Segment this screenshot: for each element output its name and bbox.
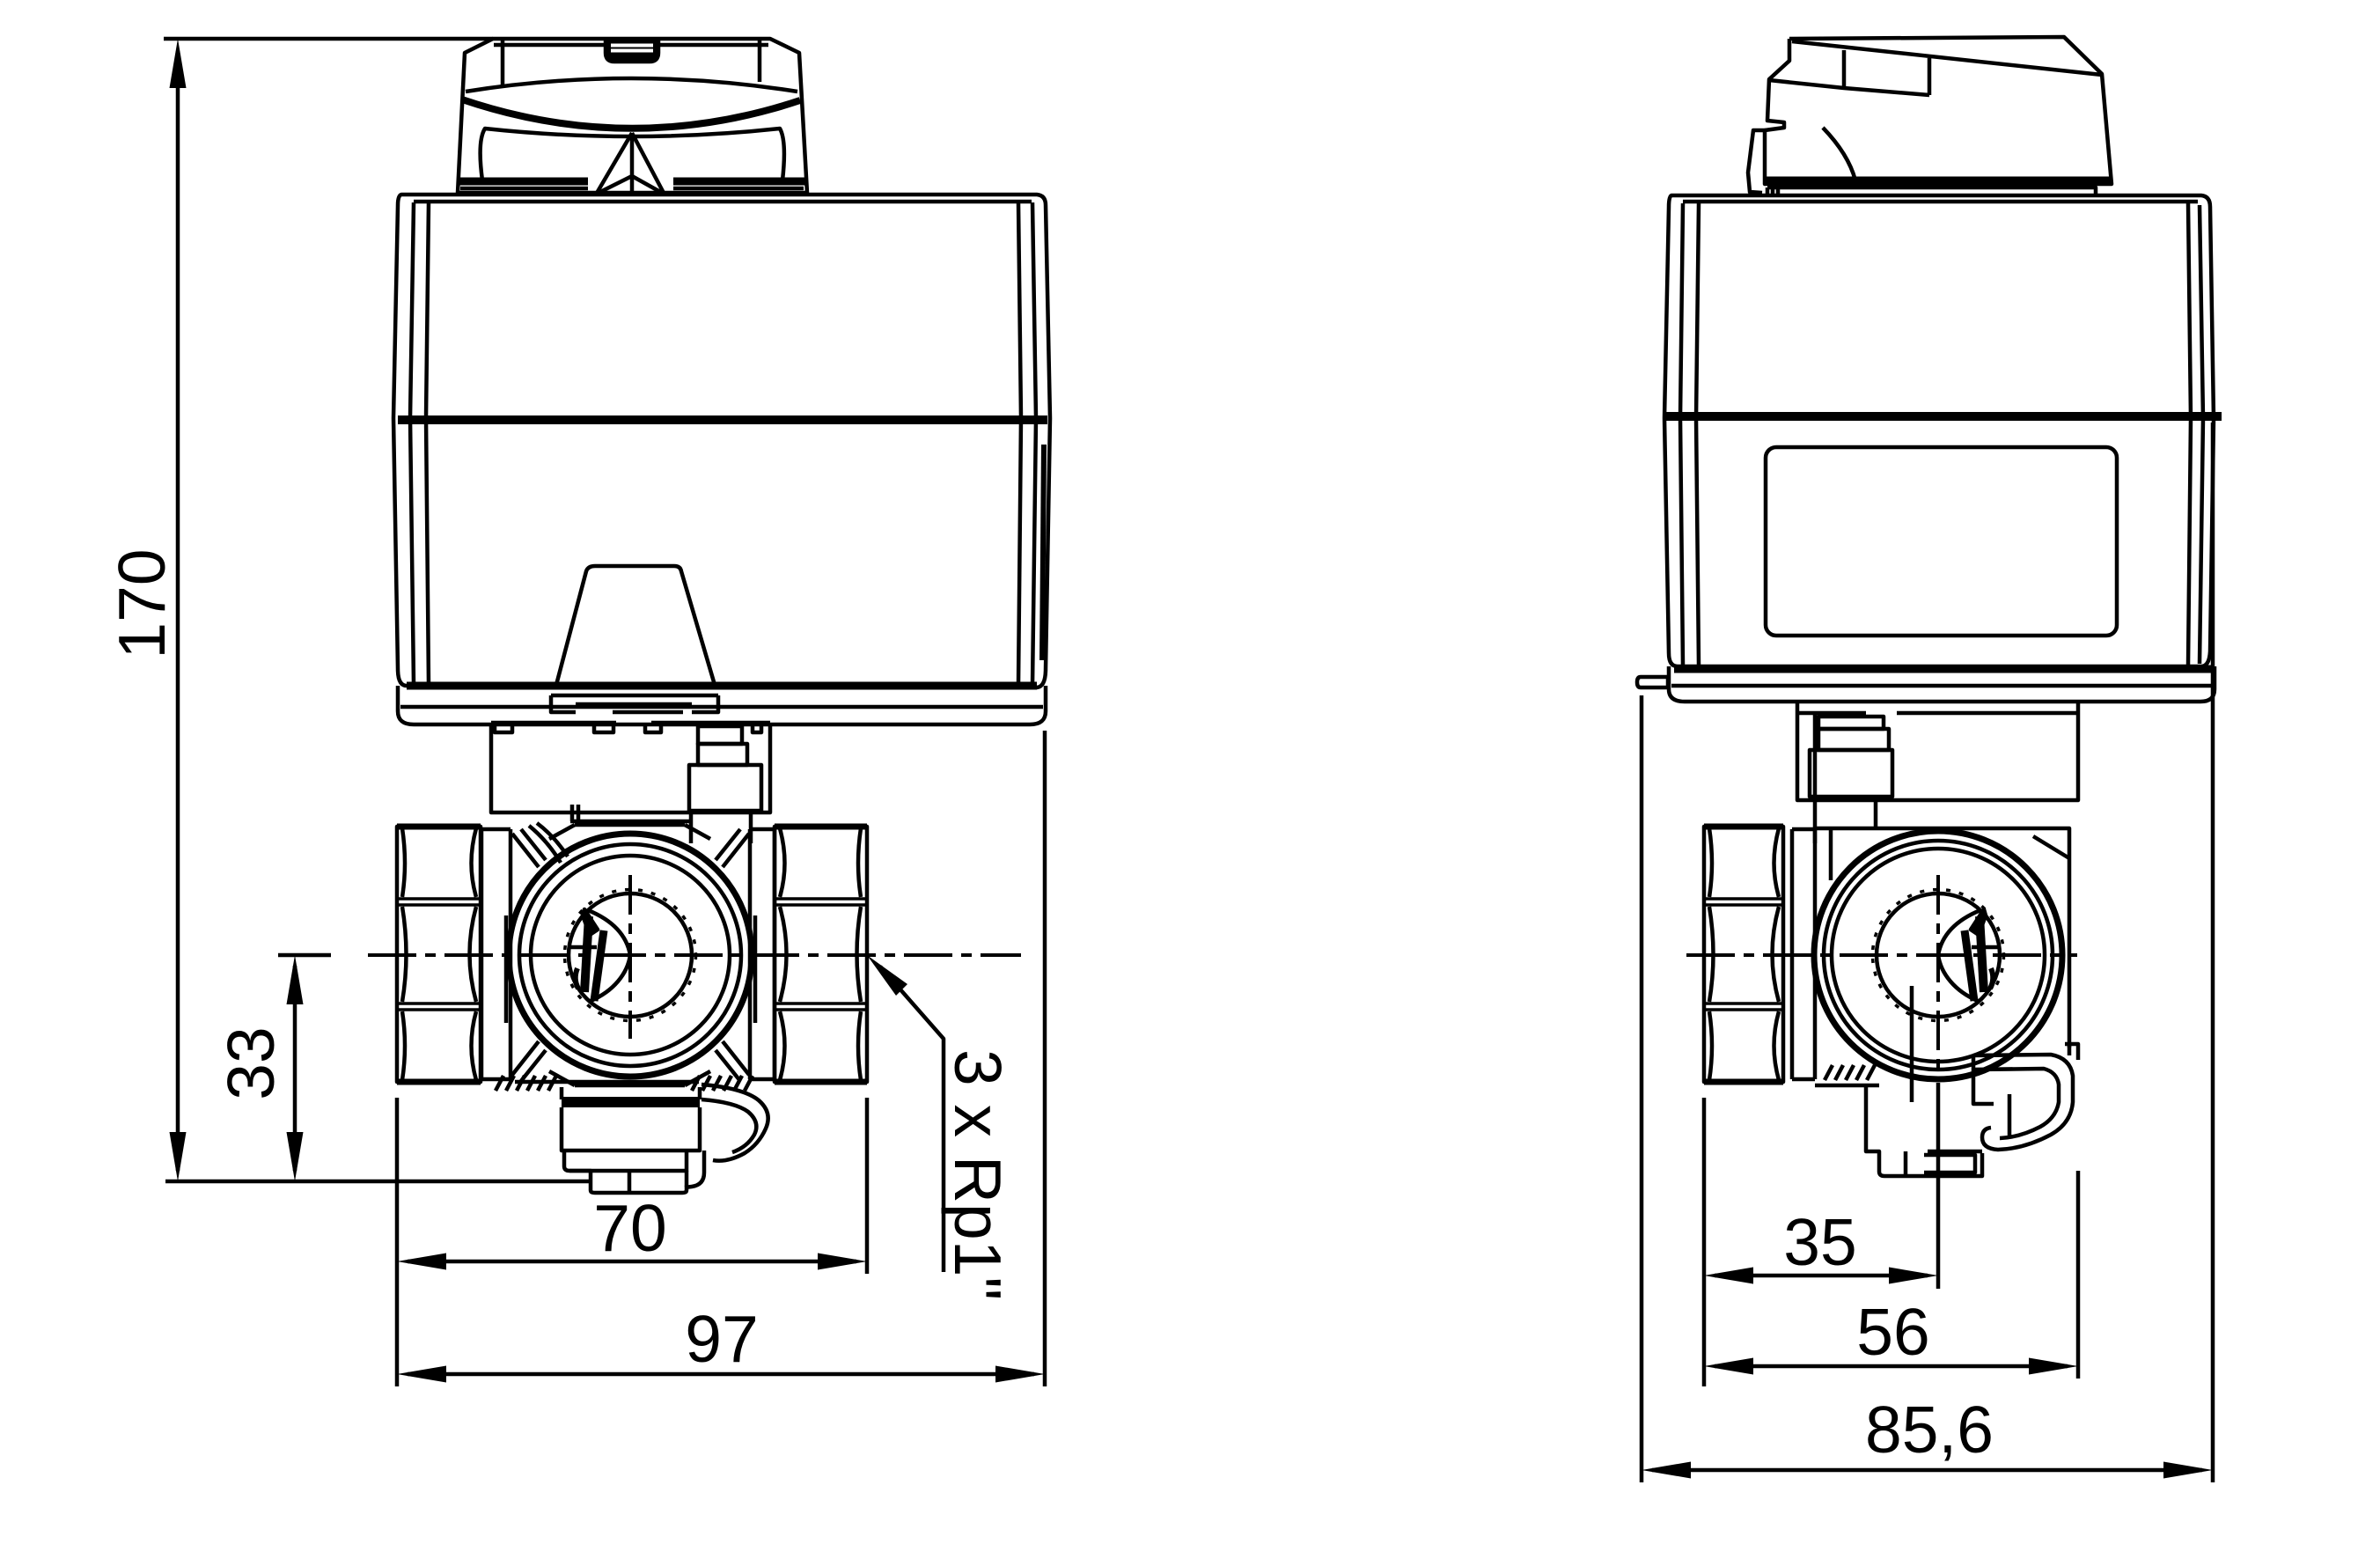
svg-text:3 x Rp1": 3 x Rp1": [941, 1049, 1015, 1300]
svg-text:56: 56: [1856, 1295, 1929, 1369]
svg-text:85,6: 85,6: [1865, 1393, 1994, 1467]
svg-text:33: 33: [214, 1026, 288, 1099]
svg-text:97: 97: [685, 1302, 758, 1376]
svg-text:70: 70: [593, 1191, 666, 1265]
svg-text:35: 35: [1783, 1205, 1856, 1279]
svg-text:170: 170: [105, 548, 179, 658]
